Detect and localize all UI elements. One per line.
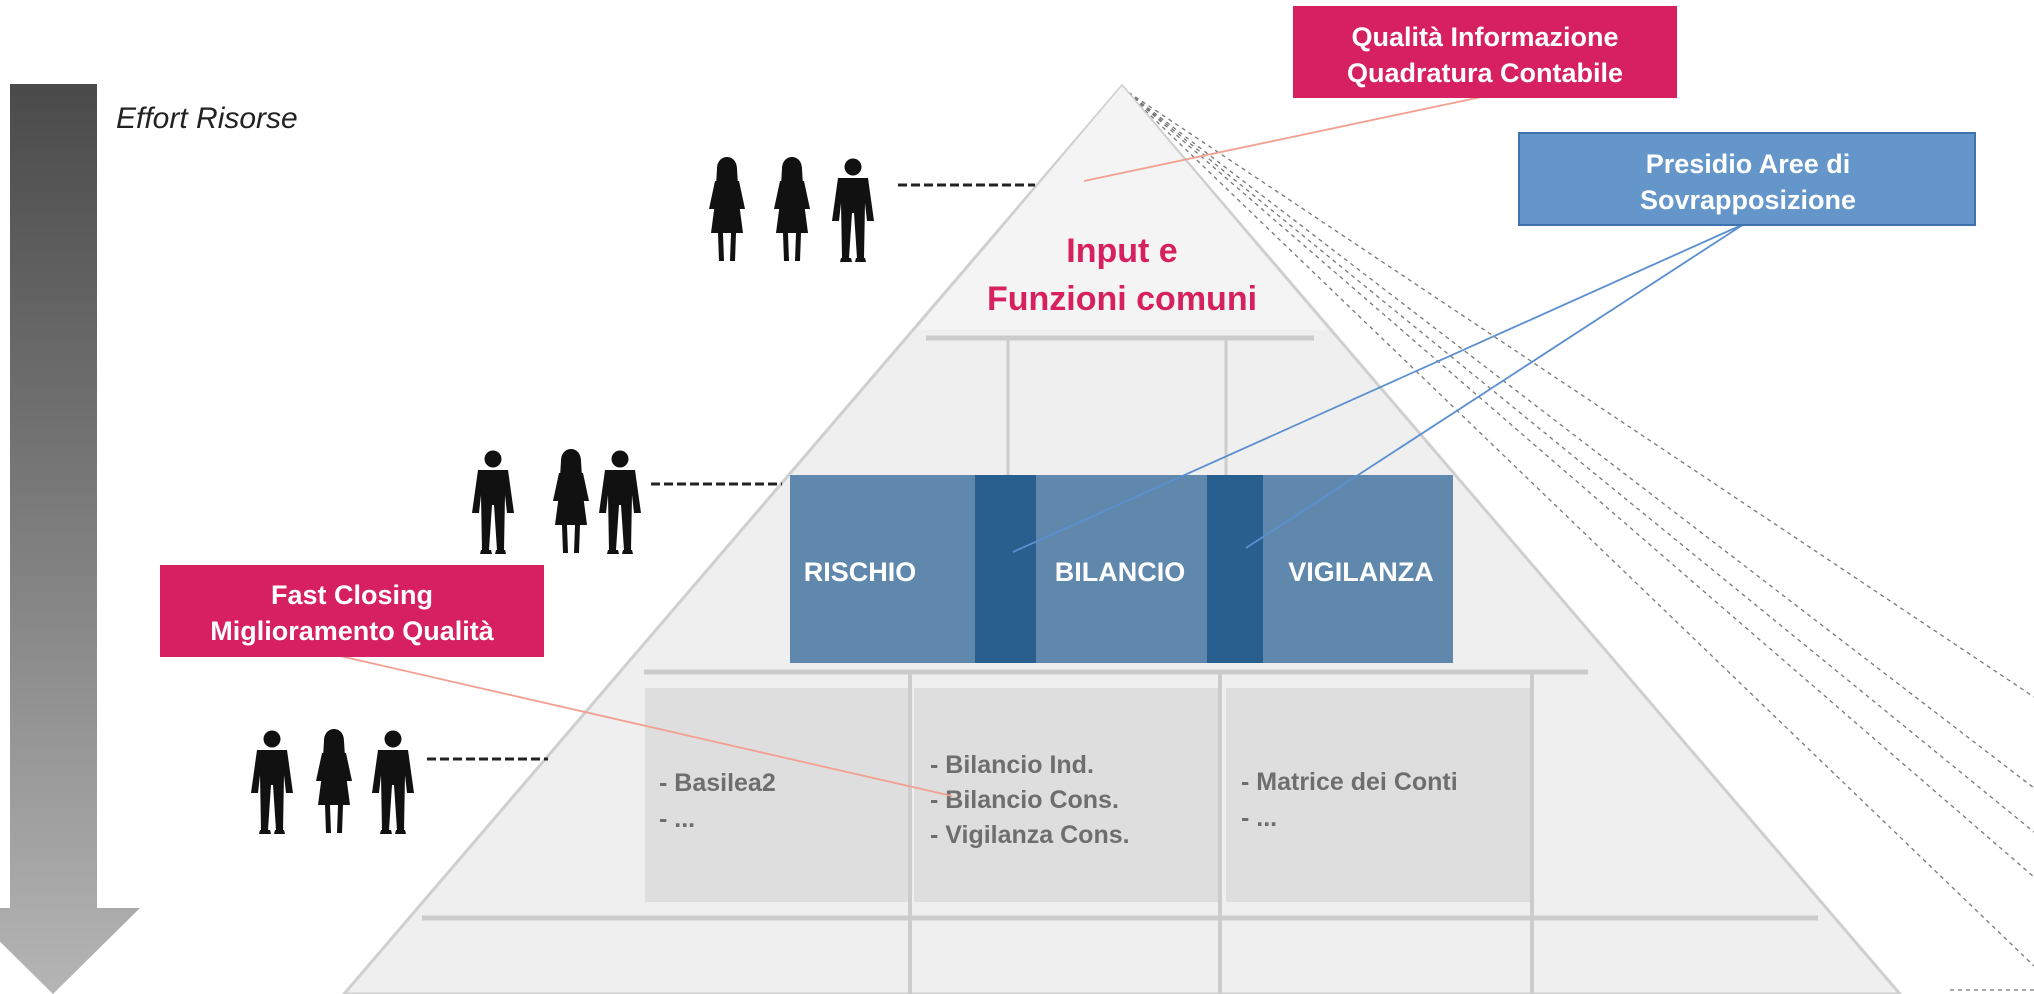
cell-rischio-item: - ... — [659, 805, 695, 833]
callout-fastclosing-line2: Miglioramento Qualità — [210, 616, 495, 646]
overlap-bilancio-vigilanza[interactable] — [1207, 475, 1263, 663]
overlap-rischio-bilancio[interactable] — [975, 475, 1036, 663]
callout-presidio-line1: Presidio Aree di — [1646, 149, 1851, 179]
callout-presidio-line2: Sovrapposizione — [1640, 185, 1856, 215]
block-vigilanza-label: VIGILANZA — [1288, 557, 1434, 587]
callout-quality-line1: Qualità Informazione — [1351, 22, 1618, 52]
block-rischio[interactable] — [790, 475, 975, 663]
cell-bilancio-item: - Vigilanza Cons. — [930, 821, 1130, 849]
cell-bilancio-item: - Bilancio Ind. — [930, 751, 1094, 779]
fan-lines — [1121, 87, 2034, 991]
cell-vigilanza-detail — [1226, 688, 1530, 902]
callout-fastclosing-line1: Fast Closing — [271, 580, 433, 610]
people-group-icon — [251, 729, 414, 834]
cell-vigilanza-item: - ... — [1241, 804, 1277, 832]
top-tier-line1: Input e — [1066, 232, 1177, 270]
effort-arrow — [0, 84, 140, 994]
callout-fastclosing-box[interactable] — [160, 565, 544, 657]
cell-rischio-detail — [645, 688, 908, 902]
top-tier-line2: Funzioni comuni — [987, 280, 1257, 318]
pyramid-structure — [422, 335, 1818, 994]
effort-label: Effort Risorse — [116, 102, 298, 135]
cell-bilancio-detail — [914, 688, 1218, 902]
pyramid-top-tier — [916, 86, 1328, 330]
cell-bilancio-item: - Bilancio Cons. — [930, 786, 1119, 814]
callout-connectors — [339, 95, 1745, 797]
cell-rischio-item: - Basilea2 — [659, 769, 776, 797]
block-bilancio[interactable] — [1036, 475, 1207, 663]
block-vigilanza[interactable] — [1263, 475, 1453, 663]
people-group-icon — [472, 449, 641, 554]
cell-vigilanza-item: - Matrice dei Conti — [1241, 768, 1458, 796]
people-group-icon — [709, 157, 874, 262]
block-rischio-label: RISCHIO — [804, 557, 917, 587]
block-bilancio-label: BILANCIO — [1055, 557, 1186, 587]
callout-quality-line2: Quadratura Contabile — [1347, 58, 1623, 88]
callout-presidio-box[interactable] — [1518, 132, 1976, 226]
callout-quality-box[interactable] — [1293, 6, 1677, 98]
